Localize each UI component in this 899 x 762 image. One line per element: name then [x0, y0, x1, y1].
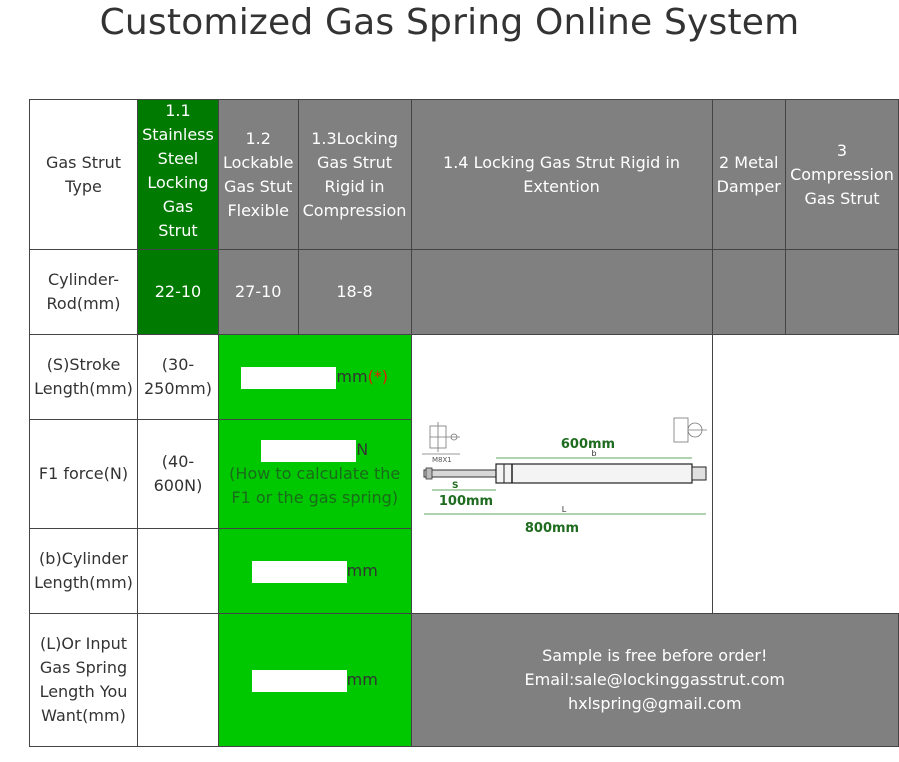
stroke-unit: mm: [336, 367, 368, 386]
type-option-1-1[interactable]: 1.1 Stainless Steel Locking Gas Strut: [137, 99, 219, 250]
cylinder-rod-spec-1-4[interactable]: [410, 249, 713, 335]
cylinder-body: [494, 463, 693, 484]
type-option-1-3[interactable]: 1.3Locking Gas Strut Rigid in Compressio…: [297, 99, 412, 250]
cylinder-length-label: (b)Cylinder Length(mm): [29, 528, 138, 614]
b-value: 600mm: [560, 437, 614, 452]
stroke-label: (S)Stroke Length(mm): [29, 334, 138, 420]
stroke-input-cell: mm(*): [217, 334, 412, 420]
force-input[interactable]: [261, 439, 357, 462]
page-title: Customized Gas Spring Online System: [99, 2, 800, 43]
thread-label: M8X1: [432, 456, 452, 464]
rod-end-sketch: [421, 422, 460, 455]
l-value: 800mm: [524, 521, 578, 536]
gas-spring-config-table: Gas Strut Type 1.1 Stainless Steel Locki…: [29, 99, 899, 747]
total-length-input[interactable]: [251, 669, 347, 692]
s-value: 100mm: [438, 494, 492, 509]
cylinder-rod-spec-1-2[interactable]: 27-10: [217, 249, 299, 335]
type-option-2[interactable]: 2 Metal Damper: [711, 99, 786, 250]
type-row-label: Gas Strut Type: [29, 99, 138, 250]
type-option-1-2[interactable]: 1.2 Lockable Gas Stut Flexible: [217, 99, 299, 250]
cylinder-rod-label: Cylinder-Rod(mm): [29, 249, 138, 335]
dimension-diagram-cell: M8X1 b 600mm: [410, 334, 713, 614]
cylinder-end-sketch: [673, 417, 707, 443]
cylinder-length-input[interactable]: [251, 560, 347, 583]
cylinder-length-input-cell: mm: [217, 528, 412, 614]
force-input-cell: N (How to calculate the F1 or the gas sp…: [217, 419, 412, 529]
force-help-link[interactable]: (How to calculate the F1 or the gas spri…: [229, 464, 401, 507]
stroke-range: (30-250mm): [137, 334, 219, 420]
stroke-input[interactable]: [241, 366, 337, 389]
cylinder-rod-spec-1-3[interactable]: 18-8: [297, 249, 412, 335]
b-label: b: [591, 449, 596, 458]
cylinder-rod-spec-2[interactable]: [711, 249, 786, 335]
cylinder-rod-spec-1-1[interactable]: 22-10: [137, 249, 219, 335]
force-label: F1 force(N): [29, 419, 138, 529]
type-option-3[interactable]: 3 Compression Gas Strut: [784, 99, 899, 250]
required-marker: (*): [367, 367, 389, 386]
gas-spring-diagram: M8X1 b 600mm: [421, 417, 707, 536]
free-sample-text: Sample is free before order!: [542, 646, 768, 665]
total-length-input-cell: mm: [217, 613, 412, 747]
contact-gmail[interactable]: hxlspring@gmail.com: [567, 694, 742, 713]
contact-email[interactable]: Email:sale@lockinggasstrut.com: [524, 670, 785, 689]
l-label: L: [561, 505, 566, 514]
type-option-1-4[interactable]: 1.4 Locking Gas Strut Rigid in Extention: [410, 99, 713, 250]
cylinder-length-range: [137, 528, 219, 614]
piston-rod: [423, 469, 497, 478]
total-length-unit: mm: [346, 670, 378, 689]
force-range: (40-600N): [137, 419, 219, 529]
contact-info-cell: Sample is free before order! Email:sale@…: [410, 613, 899, 747]
total-length-range: [137, 613, 219, 747]
force-unit: N: [356, 440, 369, 459]
total-length-label: (L)Or Input Gas Spring Length You Want(m…: [29, 613, 138, 747]
cylinder-rod-spec-3[interactable]: [784, 249, 899, 335]
cylinder-length-unit: mm: [346, 561, 378, 580]
s-label: S: [452, 481, 458, 491]
